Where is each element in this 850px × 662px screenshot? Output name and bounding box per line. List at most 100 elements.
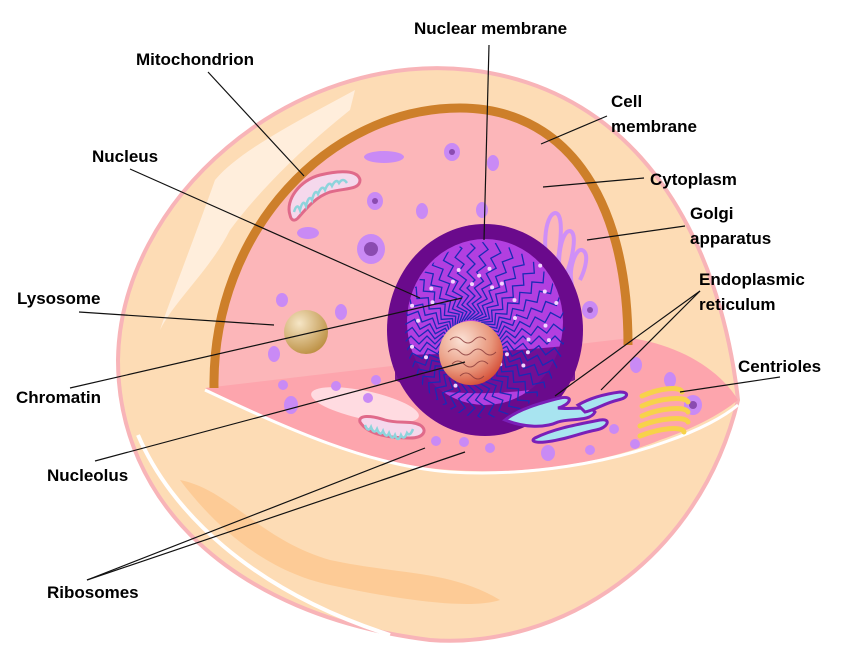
leader-golgi (586, 225, 686, 241)
endoplasmic-reticulum (502, 390, 628, 444)
nucleoplasm-dot (490, 285, 495, 290)
nucleoplasm-dot (505, 352, 509, 357)
chromatin-strand (405, 286, 453, 333)
leader-er-1 (554, 290, 701, 397)
chromatin-strand (452, 242, 472, 322)
shell-highlight (160, 90, 355, 330)
nucleolus-texture (447, 336, 497, 380)
nucleoplasm-dot (513, 316, 517, 320)
vesicle (630, 357, 642, 373)
nucleoplasm-dot (512, 298, 517, 303)
vesicle (664, 372, 676, 388)
chromatin-strand (438, 244, 468, 323)
leader-nucleolus (94, 361, 466, 462)
chromatin-strand (405, 335, 452, 345)
chromatin-strand (490, 341, 565, 371)
label-mitochondrion: Mitochondrion (136, 50, 254, 69)
vesicle (487, 155, 499, 171)
chromatin-strand (475, 247, 514, 321)
nucleoplasm-dot (526, 337, 531, 342)
vesicle (363, 393, 373, 403)
leader-er-2 (600, 290, 701, 391)
nucleus (387, 224, 583, 436)
nucleoplasm-dot (430, 300, 435, 305)
chromatin-strand (405, 297, 452, 336)
chromatin-strand (487, 294, 561, 333)
label-golgi-line2: apparatus (690, 229, 771, 248)
chromatin-strand (469, 242, 490, 321)
lysosome (284, 310, 328, 354)
chromatin-strand (472, 242, 502, 321)
nucleoplasm-dot (525, 350, 530, 355)
leader-centrioles (679, 376, 781, 393)
vesicle (284, 396, 298, 414)
nucleoplasm-dot (429, 286, 434, 291)
label-cell-membrane-line2: membrane (611, 117, 697, 136)
cell-membrane (209, 103, 633, 389)
label-nucleolus: Nucleolus (47, 466, 128, 485)
leader-nucleus (129, 168, 421, 299)
label-golgi-line1: Golgi (690, 204, 733, 223)
chromatin-strand (405, 339, 453, 359)
labels: Nuclear membrane Mitochondrion Cell memb… (16, 19, 821, 602)
nucleoplasm-dot (453, 383, 458, 388)
chromatin-strand (483, 271, 545, 326)
label-chromatin: Chromatin (16, 388, 101, 407)
nucleoplasm-dot (543, 323, 548, 328)
label-centrioles: Centrioles (738, 357, 821, 376)
vesicle (609, 424, 619, 434)
nucleoplasm-dot (546, 338, 551, 343)
vesicle (278, 380, 288, 390)
nucleoplasm-dot (499, 281, 504, 286)
vesicle (541, 445, 555, 461)
chromatin-strand (481, 261, 535, 323)
label-nucleus: Nucleus (92, 147, 158, 166)
leader-ribosomes-1 (86, 447, 426, 581)
vesicle (476, 202, 488, 218)
vesicle (331, 381, 341, 391)
vesicle (371, 375, 381, 385)
slice-edge (204, 388, 739, 475)
nucleoplasm-dot (450, 279, 455, 284)
leader-ribosomes-2 (86, 451, 466, 581)
nucleoplasm-dot (410, 344, 414, 349)
vesicle (268, 346, 280, 362)
nucleoplasm-dot (456, 268, 461, 272)
shell-shadow (180, 480, 500, 605)
chromatin-strand (405, 309, 452, 339)
chromatin-strand (478, 253, 525, 322)
label-ribosomes: Ribosomes (47, 583, 139, 602)
shell-gap (136, 434, 391, 637)
vesicle (364, 151, 404, 163)
nucleoplasm-dot (410, 303, 415, 308)
nucleoplasm-dot (424, 355, 428, 360)
leader-cytoplasm (542, 177, 645, 188)
label-nuclear-membrane: Nuclear membrane (414, 19, 567, 38)
mitochondrion-lower (358, 415, 426, 441)
leader-chromatin (69, 297, 463, 389)
label-cytoplasm: Cytoplasm (650, 170, 737, 189)
nucleoplasm-dot (477, 273, 482, 278)
nucleoplasm-dot (521, 363, 526, 368)
vesicle (459, 437, 469, 447)
vesicle (335, 304, 347, 320)
vesicle (297, 227, 319, 239)
vesicle (416, 203, 428, 219)
label-cell-membrane-line1: Cell (611, 92, 642, 111)
label-er-line2: reticulum (699, 295, 776, 314)
leader-lysosome (78, 311, 275, 326)
vesicle (585, 445, 595, 455)
label-er-line1: Endoplasmic (699, 270, 805, 289)
nucleoplasm-dot (487, 266, 492, 271)
nucleoplasm-dot (470, 282, 474, 287)
vesicle (276, 293, 288, 307)
mitochondrion (287, 170, 362, 222)
chromatin-strand (405, 321, 452, 342)
chromatin-strand (466, 242, 476, 321)
chromatin-strand (488, 307, 565, 337)
leader-mitochondrion (207, 71, 305, 177)
nucleoplasm-dot (542, 289, 547, 294)
leader-lines (69, 44, 781, 581)
leader-nuclear-membrane (483, 44, 490, 241)
